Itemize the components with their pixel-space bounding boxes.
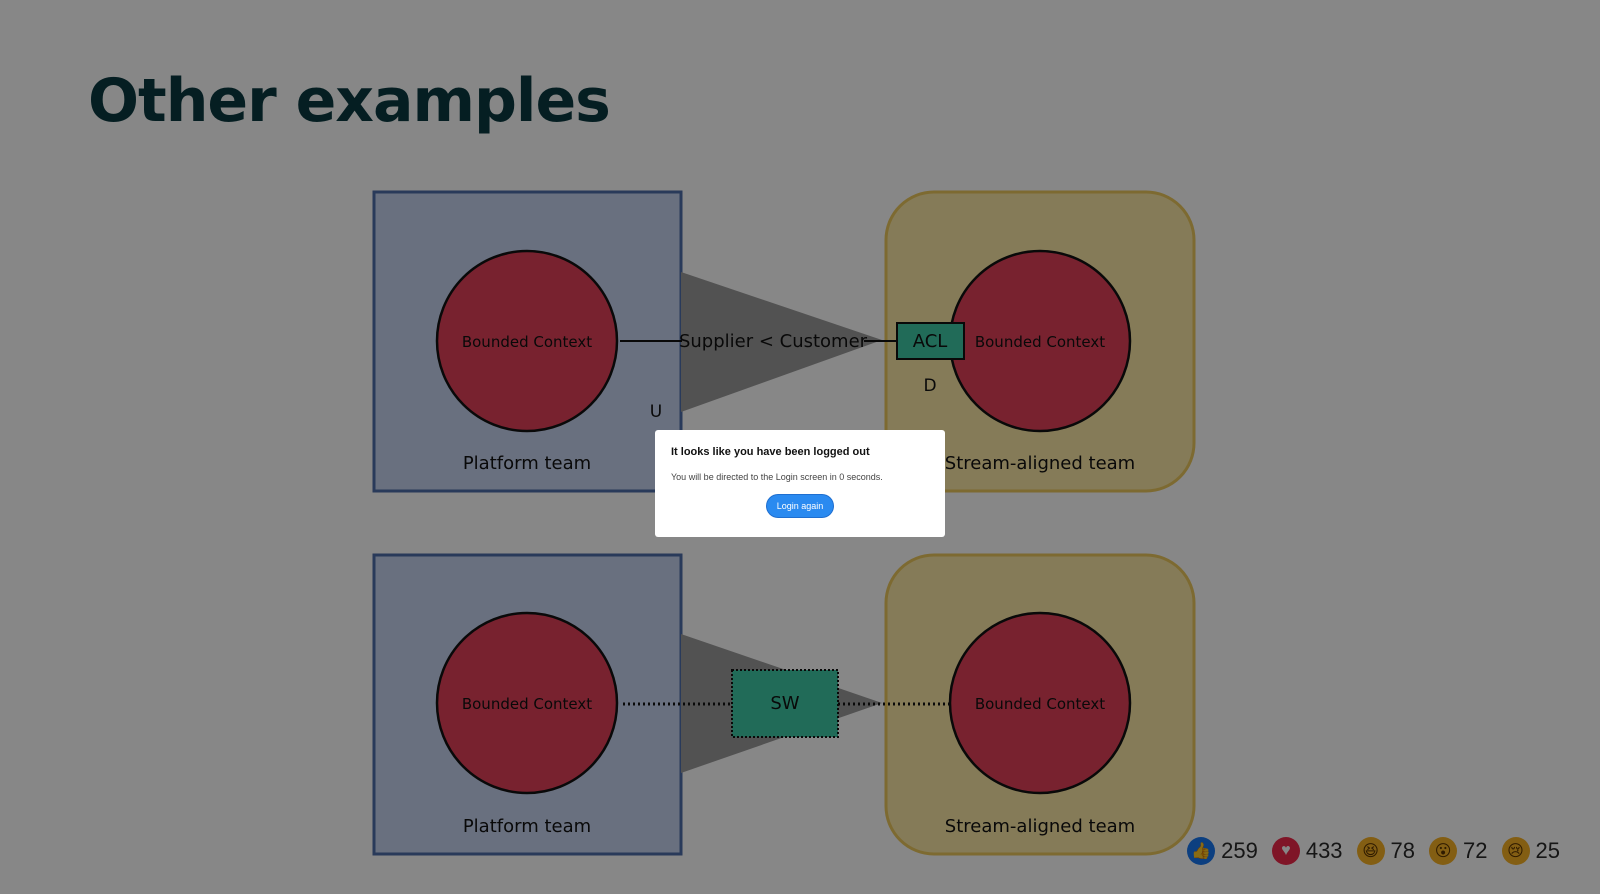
bounded-context-left-bottom-label: Bounded Context: [462, 695, 592, 713]
sad-face-icon: 😢: [1501, 837, 1530, 865]
surprised-face-icon: 😮: [1429, 837, 1458, 865]
reaction-sad[interactable]: 😢 25: [1501, 837, 1560, 865]
acl-label: ACL: [913, 331, 948, 352]
platform-team-label-bottom: Platform team: [463, 816, 591, 837]
downstream-marker: D: [923, 376, 936, 396]
reaction-wow[interactable]: 😮 72: [1429, 837, 1488, 865]
dialog-message: You will be directed to the Login screen…: [671, 472, 883, 482]
reaction-like[interactable]: 👍 259: [1187, 837, 1258, 865]
stream-team-label-bottom: Stream-aligned team: [945, 816, 1135, 837]
bounded-context-right-top-label: Bounded Context: [975, 333, 1105, 351]
stream-team-label-top: Stream-aligned team: [945, 453, 1135, 474]
reaction-count: 259: [1221, 838, 1258, 863]
sw-box: [731, 669, 839, 738]
sw-label: SW: [770, 693, 799, 714]
bounded-context-right-bottom: [948, 611, 1132, 795]
upstream-arrow-top: [681, 272, 882, 412]
login-again-button[interactable]: Login again: [767, 495, 833, 517]
reaction-count: 78: [1390, 838, 1416, 863]
relation-label: Supplier < Customer: [679, 331, 868, 352]
platform-team-label-top: Platform team: [463, 453, 591, 474]
acl-box: [896, 322, 965, 360]
heart-icon: ♥: [1271, 837, 1300, 865]
bounded-context-left-bottom: [435, 611, 619, 795]
reaction-haha[interactable]: 😆 78: [1356, 837, 1416, 865]
thumbs-up-icon: 👍: [1187, 837, 1216, 865]
reaction-count: 72: [1463, 838, 1488, 863]
laughing-face-icon: 😆: [1356, 837, 1385, 865]
reaction-love[interactable]: ♥ 433: [1271, 837, 1343, 865]
reaction-count: 433: [1305, 838, 1343, 863]
upstream-marker: U: [650, 402, 662, 422]
reaction-count: 25: [1535, 838, 1560, 863]
slide-title: Other examples: [88, 66, 611, 136]
bounded-context-right-bottom-label: Bounded Context: [975, 695, 1105, 713]
bounded-context-left-top: [435, 249, 619, 433]
logged-out-dialog: It looks like you have been logged out Y…: [655, 430, 945, 537]
dialog-title: It looks like you have been logged out: [671, 446, 870, 458]
bounded-context-left-top-label: Bounded Context: [462, 333, 592, 351]
reactions-bar: 👍 259 ♥ 433 😆 78 😮 72 😢 25: [1187, 837, 1560, 865]
